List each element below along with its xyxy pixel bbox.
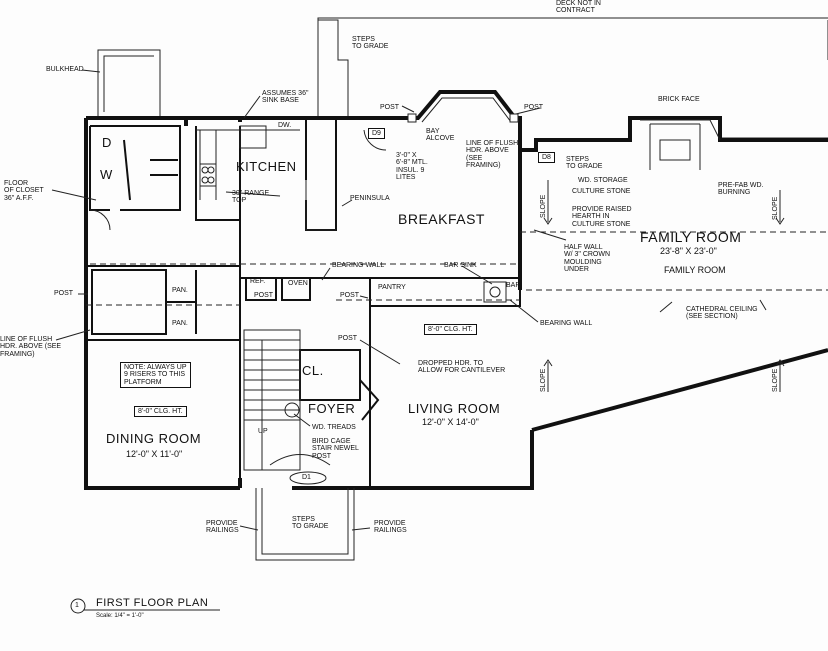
prefab-fireplace-note: PRE-FAB WD. BURNING [718,182,764,197]
flush-header-note-left: LINE OF FLUSH HDR. ABOVE (SEE FRAMING) [0,336,62,358]
bulkhead-label: BULKHEAD [46,66,84,73]
slope-label-2: SLOPE [540,368,547,392]
railings-note-left: PROVIDE RAILINGS [206,520,239,535]
door-spec-note: 3'-0" X 6'-8" MTL. INSUL. 9 LITES [396,152,428,182]
oven-label: OVEN [288,280,308,287]
dropped-header-note: DROPPED HDR. TO ALLOW FOR CANTILEVER [418,360,506,375]
sink-base-note: ASSUMES 36" SINK BASE [262,90,309,105]
slope-label-1: SLOPE [540,194,547,218]
range-top-note: 30" RANGE TOP [232,190,270,205]
bar-sink-label: BAR SINK [444,262,477,269]
culture-stone-label: CULTURE STONE [572,188,631,195]
post-label-bay-left: POST [380,104,400,111]
post-label-left: POST [54,290,74,297]
room-dining-room: DINING ROOM [106,431,202,446]
slope-label-4: SLOPE [772,368,779,392]
post-label-stair: POST [338,335,358,342]
slope-label-3: SLOPE [772,196,779,220]
deck-note: DECK NOT IN CONTRACT [556,0,601,15]
room-living-room: LIVING ROOM [408,401,501,416]
flush-header-note-top: LINE OF FLUSH HDR. ABOVE (SEE FRAMING) [466,140,519,170]
pantry-label-1: PAN. [172,287,188,294]
newel-post-note: BIRD CAGE STAIR NEWEL POST [312,438,359,460]
raised-hearth-note: PROVIDE RAISED HEARTH IN CULTURE STONE [572,206,632,228]
door-tag-d1: D1 [302,474,311,481]
door-tag-d9: D9 [368,128,385,140]
drawing-title: FIRST FLOOR PLAN [96,597,209,609]
refrigerator-label: REF. [250,278,266,285]
room-foyer: FOYER [308,401,356,416]
pantry-label-2: PAN. [172,320,188,327]
dining-room-dimensions: 12'-0" X 11'-0" [126,449,183,459]
half-wall-note: HALF WALL W/ 3" CROWN MOULDING UNDER [564,244,611,274]
closet-floor-note: FLOOR OF CLOSET 36" A.F.F. [4,180,44,202]
wood-storage-label: WD. STORAGE [578,177,628,184]
living-room-dimensions: 12'-0" X 14'-0" [422,417,479,427]
family-room-sublabel: FAMILY ROOM [664,265,726,275]
stair-up-label: UP [258,428,268,435]
brick-face-label: BRICK FACE [658,96,700,103]
pantry-label: PANTRY [378,284,406,291]
post-label-kitchen: POST [254,292,274,299]
steps-right-note: STEPS TO GRADE [566,156,603,171]
peninsula-label: PENINSULA [350,195,390,202]
dryer-label: D [102,135,112,150]
drawing-number: 1 [75,602,79,609]
washer-label: W [100,167,113,182]
railings-note-right: PROVIDE RAILINGS [374,520,407,535]
bar-label: BAR [506,282,521,289]
bearing-wall-label-right: BEARING WALL [540,320,593,327]
post-label-foyer: POST [340,292,360,299]
wood-treads-label: WD. TREADS [312,424,356,431]
cathedral-ceiling-note: CATHEDRAL CEILING (SEE SECTION) [686,306,758,321]
living-ceiling-height: 8'-0" CLG. HT. [424,324,477,336]
post-label-bay-right: POST [524,104,544,111]
door-tag-d8: D8 [538,152,555,164]
dining-ceiling-height: 8'-0" CLG. HT. [134,406,187,418]
room-family-room: FAMILY ROOM [640,229,742,245]
steps-bottom-note: STEPS TO GRADE [292,516,329,531]
dishwasher-label: DW. [278,122,292,129]
closet-label: CL. [302,363,324,378]
steps-top-note: STEPS TO GRADE [352,36,389,51]
family-room-dimensions: 23'-8" X 23'-0" [660,246,717,256]
room-breakfast: BREAKFAST [398,211,485,227]
risers-note: NOTE: ALWAYS UP 9 RISERS TO THIS PLATFOR… [120,362,191,389]
bay-alcove-label: BAY ALCOVE [426,128,455,143]
bearing-wall-label-top: BEARING WALL [332,262,385,269]
drawing-scale: Scale: 1/4" = 1'-0" [96,613,144,619]
room-kitchen: KITCHEN [236,159,297,174]
